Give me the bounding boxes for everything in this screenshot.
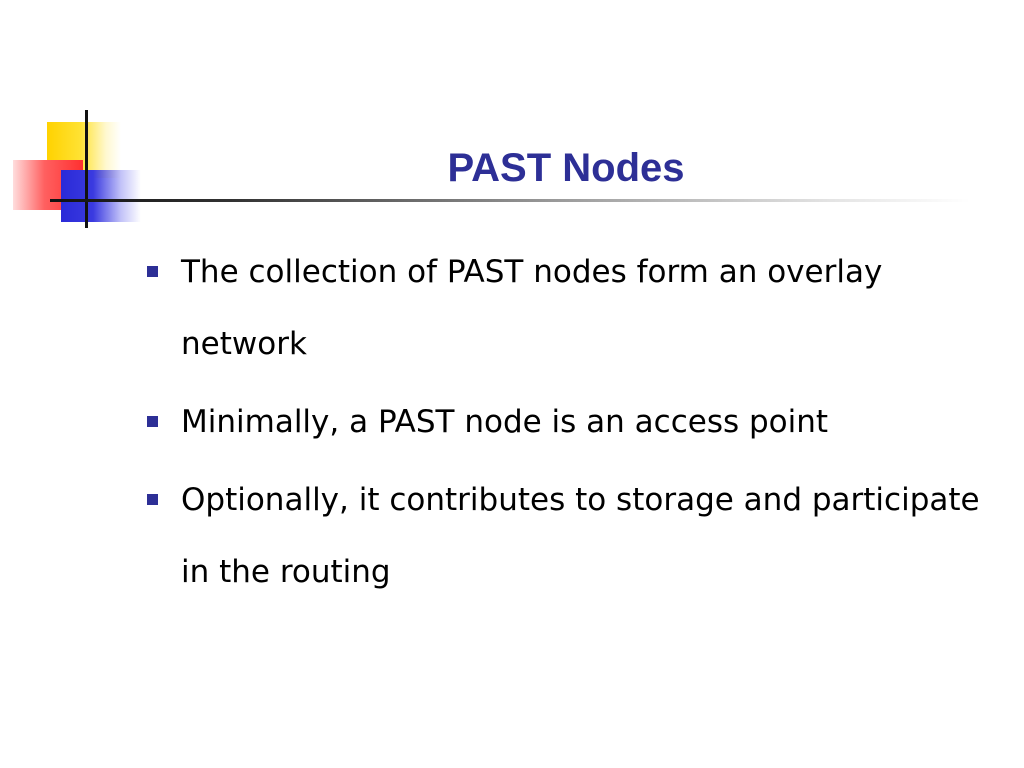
- bullet-item: Minimally, a PAST node is an access poin…: [145, 386, 1005, 458]
- title-underline-rule: [50, 199, 970, 202]
- square-bullet-icon: [147, 494, 158, 505]
- bullet-list: The collection of PAST nodes form an ove…: [145, 236, 1005, 614]
- bullet-item: Optionally, it contributes to storage an…: [145, 464, 1005, 608]
- square-bullet-icon: [147, 416, 158, 427]
- bullet-text: Optionally, it contributes to storage an…: [181, 482, 980, 590]
- blue-square-decoration: [61, 170, 141, 222]
- bullet-text: Minimally, a PAST node is an access poin…: [181, 404, 829, 440]
- slide-title: PAST Nodes: [447, 146, 685, 190]
- bullet-text: The collection of PAST nodes form an ove…: [181, 254, 883, 362]
- decorative-squares-logo: [0, 0, 160, 240]
- bullet-item: The collection of PAST nodes form an ove…: [145, 236, 1005, 380]
- vertical-rule-decoration: [85, 110, 88, 228]
- square-bullet-icon: [147, 266, 158, 277]
